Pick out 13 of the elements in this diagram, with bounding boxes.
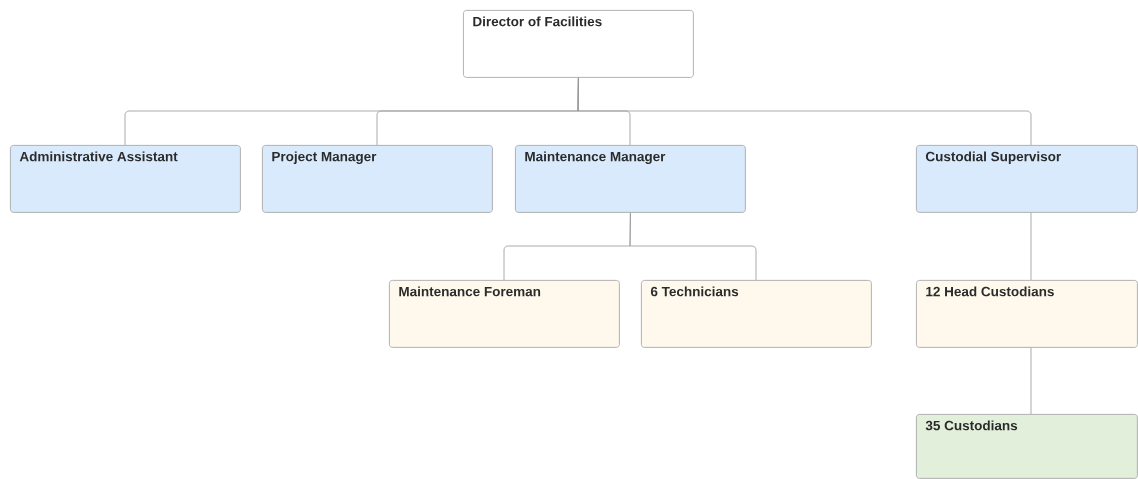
org-box: Project Manager xyxy=(262,145,493,213)
org-box: 6 Technicians xyxy=(641,280,872,348)
org-box: Administrative Assistant xyxy=(10,145,241,213)
org-box: Maintenance Foreman xyxy=(389,280,620,348)
org-box: 35 Custodians xyxy=(916,414,1138,479)
org-box: Director of Facilities xyxy=(463,10,694,78)
org-box: Custodial Supervisor xyxy=(916,145,1138,213)
org-box: 12 Head Custodians xyxy=(916,280,1138,348)
connector-line xyxy=(1030,212,1032,281)
org-box: Maintenance Manager xyxy=(515,145,746,213)
connector-line xyxy=(1030,347,1032,415)
connector-line xyxy=(629,212,757,281)
connector-line xyxy=(577,77,1032,146)
